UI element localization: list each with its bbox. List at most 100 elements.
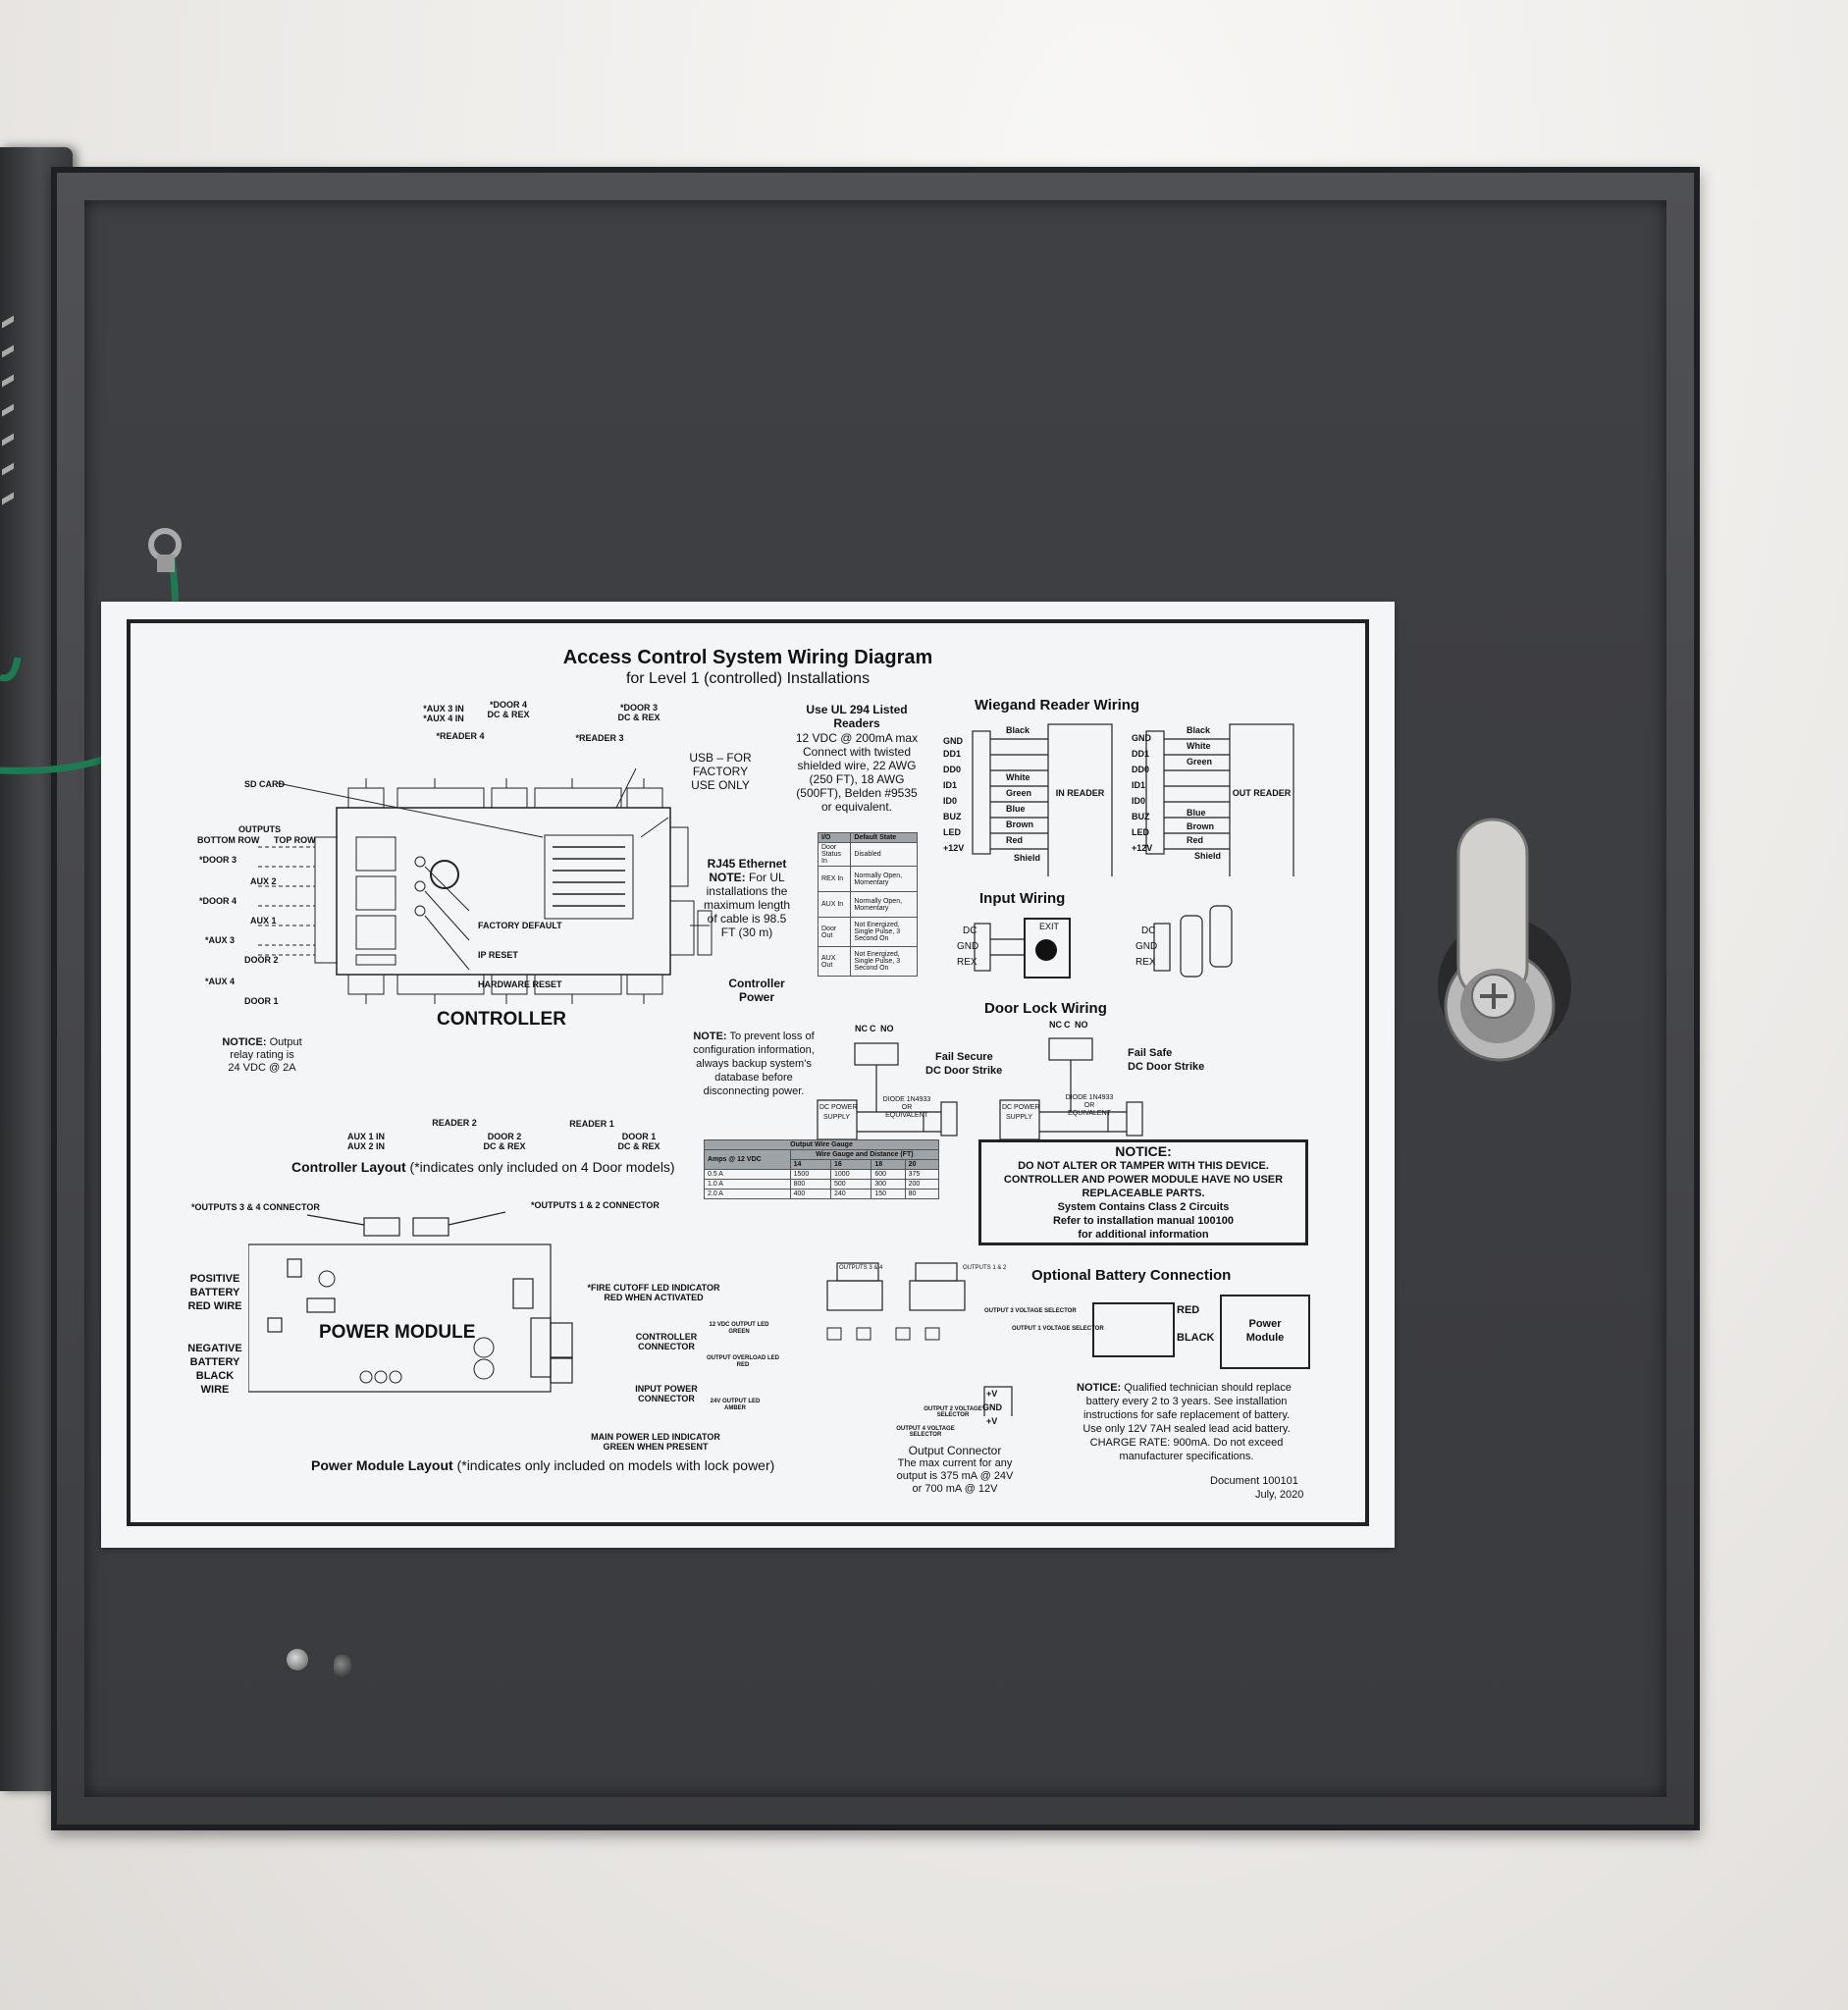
overload-2: RED — [736, 1362, 750, 1368]
battery-module-1: Power — [1248, 1318, 1282, 1330]
v2-label: OUTPUT 2 VOLTAGE SELECTOR — [924, 1406, 982, 1418]
io-row-0-io: Door Status In — [817, 842, 852, 867]
readers-l1: 12 VDC @ 200mA max — [795, 731, 919, 745]
wiegand-in-pin-6: LED — [943, 827, 961, 837]
io-row-1-state: Normally Open, Momentary — [850, 866, 918, 892]
io-row-3-state: Not Energized, Single Pulse, 3 Second On — [850, 917, 918, 947]
input-conn-2: CONNECTOR — [638, 1394, 695, 1403]
out-34-label: OUTPUTS 3 & 4 — [839, 1265, 883, 1271]
label-door2-dcrex: DC & REX — [483, 1141, 526, 1151]
output-selector-drawing — [826, 1262, 1013, 1416]
v3-label: OUTPUT 3 VOLTAGE SELECTOR — [984, 1308, 1077, 1314]
ctrl-power-1: Controller — [728, 977, 785, 990]
gauge-r0-c0: 0.5 A — [704, 1169, 791, 1180]
notice-head: NOTICE: — [1115, 1143, 1172, 1159]
out-12-label: OUTPUTS 1 & 2 — [963, 1265, 1007, 1271]
diode-1b: OR — [901, 1104, 913, 1111]
usb-label-1: USB – FOR — [689, 751, 752, 765]
wiegand-out-wire-0: Black — [1187, 725, 1211, 735]
rj45-5: FT (30 m) — [720, 926, 773, 939]
conn-3: or 700 mA @ 12V — [912, 1483, 998, 1495]
mounting-screw — [287, 1649, 308, 1670]
fail-safe-2: DC Door Strike — [1128, 1061, 1205, 1073]
note-1: To prevent loss of — [729, 1031, 815, 1042]
wiegand-wiring-drawing — [972, 723, 1294, 876]
wiegand-in-wire-5: Red — [1006, 835, 1024, 845]
wiegand-in-wire-4: Brown — [1006, 820, 1033, 829]
wiegand-in-wire-2: Green — [1006, 788, 1032, 798]
diode-2a: DIODE 1N4933 — [1065, 1094, 1114, 1101]
label-door4: *DOOR 4 — [489, 700, 527, 710]
output-door4: *DOOR 4 — [199, 896, 238, 906]
conn-head: Output Connector — [908, 1444, 1002, 1457]
pos-1: POSITIVE — [189, 1273, 240, 1285]
notice-l3: REPLACEABLE PARTS. — [1082, 1188, 1205, 1199]
readers-l4: (250 FT), 18 AWG — [809, 772, 905, 786]
output-door1: DOOR 1 — [244, 996, 279, 1006]
neg-2: BATTERY — [189, 1356, 240, 1368]
outpin-0: +V — [986, 1389, 998, 1399]
gauge-r2-c0: 2.0 A — [704, 1189, 791, 1199]
in-reader-label: IN READER — [1055, 788, 1105, 798]
note-3: always backup system's — [696, 1058, 812, 1070]
battery-notice-head: NOTICE: — [1077, 1382, 1122, 1394]
gauge-18: 18 — [871, 1159, 906, 1170]
gauge-r2-c3: 150 — [871, 1189, 906, 1199]
wiegand-in-wire-0: Black — [1006, 725, 1030, 735]
led12-2: GREEN — [728, 1329, 750, 1335]
document-number: Document 100101 — [1210, 1475, 1298, 1487]
diode-1a: DIODE 1N4933 — [882, 1096, 931, 1103]
exit-label: EXIT — [1039, 922, 1060, 931]
battery-n6: manufacturer specifications. — [1119, 1451, 1254, 1462]
outpin-2: +V — [986, 1416, 998, 1426]
power-module-name: POWER MODULE — [319, 1322, 476, 1343]
label-door4-dcrex: DC & REX — [487, 710, 530, 719]
diagram-subtitle: for Level 1 (controlled) Installations — [625, 670, 871, 687]
fsafe-no: NO — [1075, 1020, 1088, 1030]
gauge-subtitle: Wire Gauge and Distance (FT) — [789, 1149, 940, 1160]
io-header-state: Default State — [850, 832, 918, 843]
wiegand-out-pin-4: ID0 — [1132, 796, 1146, 806]
wiegand-title: Wiegand Reader Wiring — [975, 697, 1140, 714]
readers-l6: or equivalent. — [820, 800, 893, 814]
input-connectors-drawing — [974, 905, 1233, 978]
note-5: disconnecting power. — [703, 1085, 805, 1097]
wiegand-out-wire-4: Brown — [1187, 821, 1214, 831]
power-module-drawing — [248, 1211, 573, 1393]
wiegand-in-pin-4: ID0 — [943, 796, 958, 806]
wiegand-out-pin-2: DD0 — [1132, 765, 1150, 774]
diode-2b: OR — [1083, 1102, 1095, 1109]
input2-pin-dc: DC — [1141, 926, 1156, 936]
label-reader4: *READER 4 — [436, 731, 485, 741]
wiegand-out-wire-2: Green — [1187, 757, 1213, 767]
fail-secure-2: DC Door Strike — [925, 1065, 1003, 1077]
output-aux4: *AUX 4 — [205, 977, 236, 986]
label-door1-dcrex: DC & REX — [617, 1141, 660, 1151]
label-outputs: OUTPUTS — [238, 824, 282, 834]
controller-caption-bold: Controller Layout — [291, 1159, 406, 1175]
neg-1: NEGATIVE — [187, 1343, 242, 1354]
battery-module-2: Module — [1245, 1332, 1285, 1344]
wiring-diagram-label: Access Control System Wiring Diagram for… — [101, 602, 1395, 1548]
gauge-14: 14 — [789, 1159, 832, 1170]
label-reader1: READER 1 — [569, 1119, 614, 1129]
v1-label: OUTPUT 1 VOLTAGE SELECTOR — [1012, 1326, 1104, 1332]
notice-l5: Refer to installation manual 100100 — [1052, 1215, 1234, 1227]
document-date: July, 2020 — [1255, 1489, 1304, 1501]
input-pin-dc: DC — [963, 926, 977, 936]
gauge-16: 16 — [830, 1159, 872, 1170]
wiegand-out-wire-6: Shield — [1194, 851, 1222, 861]
ctrl-conn-1: CONTROLLER — [635, 1332, 698, 1342]
dc-power-1b: SUPPLY — [823, 1114, 851, 1121]
readers-l5: (500FT), Belden #9535 — [796, 786, 918, 800]
battery-title: Optional Battery Connection — [1031, 1267, 1232, 1284]
wiegand-out-pin-3: ID1 — [1132, 780, 1146, 790]
battery-n5: CHARGE RATE: 900mA. Do not exceed — [1089, 1437, 1284, 1449]
gauge-title: Output Wire Gauge — [704, 1139, 939, 1150]
usb-label-2: FACTORY — [692, 765, 749, 778]
diode-2c: EQUIVALENT — [1068, 1110, 1111, 1117]
io-row-3-io: Door Out — [817, 917, 852, 947]
label-reader2: READER 2 — [432, 1118, 477, 1128]
io-row-0-state: Disabled — [850, 842, 918, 867]
